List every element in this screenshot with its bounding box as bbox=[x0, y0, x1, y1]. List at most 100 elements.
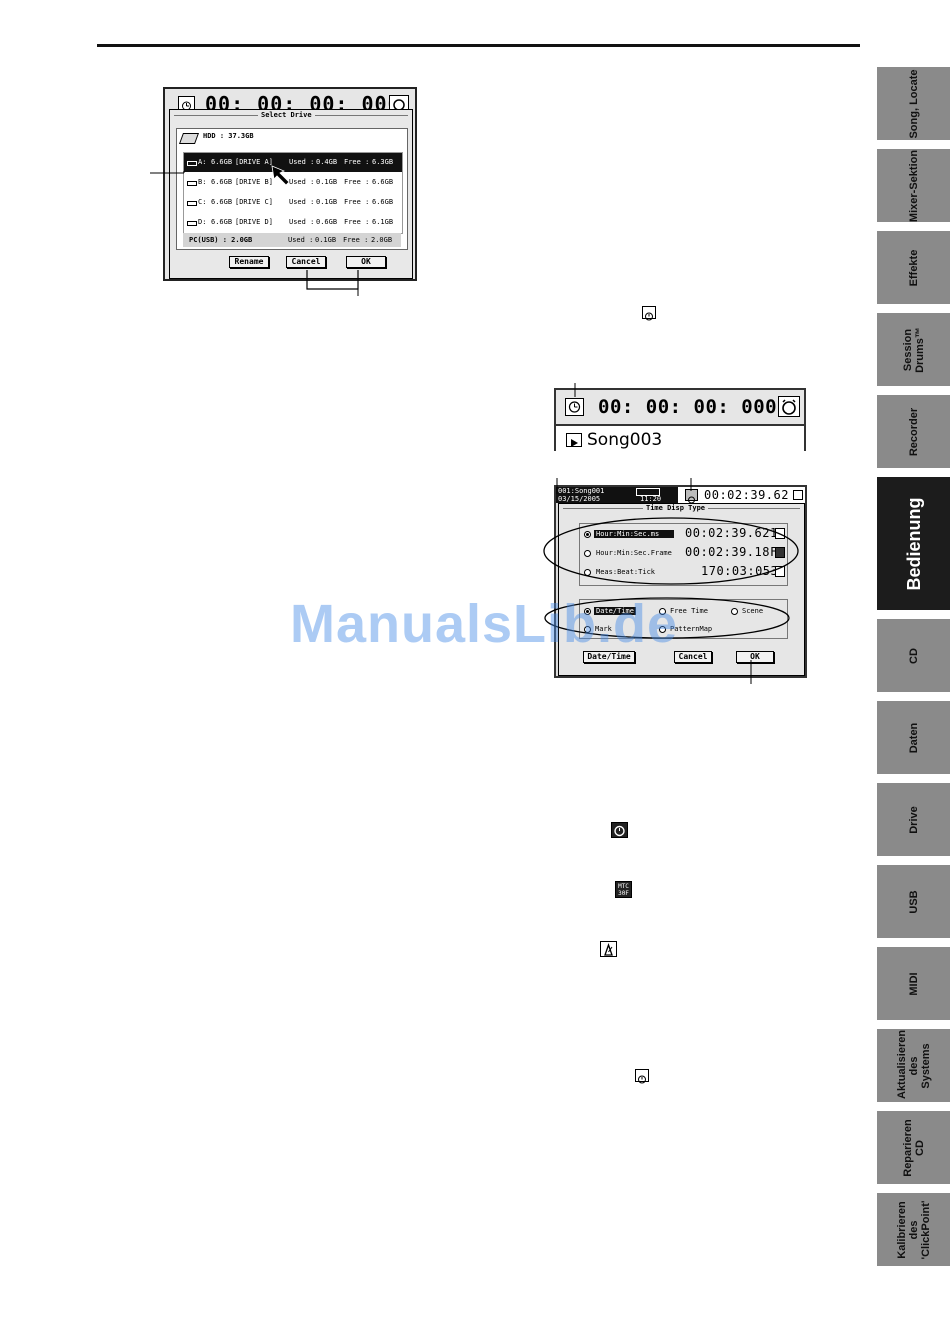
tempo-icon bbox=[600, 941, 617, 957]
used-label: Used : bbox=[289, 178, 315, 186]
tab-mixer-sektion[interactable]: Mixer-Sektion bbox=[877, 149, 950, 222]
free-label: Free : bbox=[344, 218, 370, 226]
pc-used-value: 0.1GB bbox=[315, 236, 337, 244]
song-date: 03/15/2005 bbox=[558, 495, 601, 503]
drive-letter: D: bbox=[198, 218, 207, 226]
song-name: Song003 bbox=[587, 430, 663, 450]
pc-usb-row[interactable]: PC(USB) : 2.0GB Used : 0.1GB Free : 2.0G… bbox=[183, 233, 401, 247]
option-label: Hour:Min:Sec.ms bbox=[594, 530, 674, 538]
drive-row-a[interactable]: A: 6.6GB [DRIVE A] Used : 0.4GB Free : 6… bbox=[184, 153, 402, 172]
tab-kalibrieren[interactable]: Kalibrieren des 'ClickPoint' bbox=[877, 1193, 950, 1266]
tab-recorder[interactable]: Recorder bbox=[877, 395, 950, 468]
free-label: Free : bbox=[344, 158, 370, 166]
drive-size: 6.6GB bbox=[211, 158, 233, 166]
tab-midi[interactable]: MIDI bbox=[877, 947, 950, 1020]
drive-size: 6.6GB bbox=[211, 218, 233, 226]
option-value: 00:02:39.621 bbox=[685, 526, 778, 540]
mode-label: Free Time bbox=[670, 607, 708, 615]
mtc-icon-text: MTC 30F bbox=[618, 883, 629, 897]
drive-list: HDD : 37.3GB A: 6.6GB [DRIVE A] Used : 0… bbox=[176, 128, 408, 250]
pc-free-value: 2.0GB bbox=[371, 236, 393, 244]
cancel-button[interactable]: Cancel bbox=[286, 256, 326, 268]
time-type-group bbox=[579, 523, 788, 586]
select-drive-dialog: Select Drive HDD : 37.3GB A: 6.6GB [DRIV… bbox=[169, 109, 413, 279]
tab-bedienung[interactable]: Bedienung bbox=[877, 477, 950, 610]
free-value: 6.1GB bbox=[372, 218, 394, 226]
drive-name: [DRIVE B] bbox=[235, 178, 273, 186]
drive-icon bbox=[187, 161, 197, 166]
tab-session-drums[interactable]: Session Drums™ bbox=[877, 313, 950, 386]
free-label: Free : bbox=[344, 178, 370, 186]
tab-reparieren-cd[interactable]: Reparieren CD bbox=[877, 1111, 950, 1184]
drive-row-c[interactable]: C: 6.6GB [DRIVE C] Used : 0.1GB Free : 6… bbox=[184, 193, 402, 212]
drive-letter: B: bbox=[198, 178, 207, 186]
metronome-icon[interactable] bbox=[389, 95, 409, 111]
radio-pattern-map[interactable] bbox=[659, 626, 666, 633]
hdd-label: HDD : 37.3GB bbox=[203, 132, 254, 140]
radio-hms-frame[interactable] bbox=[584, 550, 591, 557]
date-time-button[interactable]: Date/Time bbox=[583, 651, 635, 663]
time-disp-screen: 001:Song001 03/15/2005 11:20 00:02:39.62… bbox=[554, 485, 807, 678]
tab-usb[interactable]: USB bbox=[877, 865, 950, 938]
metronome-icon[interactable] bbox=[778, 396, 800, 417]
drive-name: [DRIVE C] bbox=[235, 198, 273, 206]
drive-icon bbox=[187, 201, 197, 206]
play-icon[interactable] bbox=[566, 433, 582, 447]
radio-free-time[interactable] bbox=[659, 608, 666, 615]
tab-label: MIDI bbox=[907, 971, 920, 996]
drive-row-b[interactable]: B: 6.6GB [DRIVE B] Used : 0.1GB Free : 6… bbox=[184, 173, 402, 192]
tab-cd[interactable]: CD bbox=[877, 619, 950, 692]
watermark: ManualsLib.de bbox=[290, 594, 679, 654]
drive-letter: A: bbox=[198, 158, 207, 166]
radio-scene[interactable] bbox=[731, 608, 738, 615]
drive-row-d[interactable]: D: 6.6GB [DRIVE D] Used : 0.6GB Free : 6… bbox=[184, 213, 402, 232]
clock-icon[interactable] bbox=[565, 398, 584, 416]
counter-display: 00: 00: 00: 000 bbox=[205, 92, 401, 109]
clock-icon[interactable] bbox=[178, 96, 195, 111]
drive-name: [DRIVE D] bbox=[235, 218, 273, 226]
used-label: Used : bbox=[289, 158, 315, 166]
drive-letter: C: bbox=[198, 198, 207, 206]
option-value: 00:02:39.18F bbox=[685, 545, 778, 559]
tab-effekte[interactable]: Effekte bbox=[877, 231, 950, 304]
drive-rows: A: 6.6GB [DRIVE A] Used : 0.4GB Free : 6… bbox=[183, 152, 403, 234]
tab-aktualisieren[interactable]: Aktualisieren des Systems bbox=[877, 1029, 950, 1102]
dialog-title: Select Drive bbox=[258, 110, 315, 120]
mode-label: Mark bbox=[595, 625, 612, 633]
used-value: 0.6GB bbox=[316, 218, 338, 226]
drive-name: [DRIVE A] bbox=[235, 158, 273, 166]
tab-label: Session Drums™ bbox=[901, 326, 926, 373]
counter-display: 00: 00: 00: 000 bbox=[598, 396, 778, 418]
tab-label: Mixer-Sektion bbox=[907, 149, 920, 222]
tab-label: Drive bbox=[907, 805, 920, 834]
tab-label: Aktualisieren des Systems bbox=[895, 1029, 932, 1099]
clock-icon bbox=[793, 490, 803, 500]
free-value: 6.3GB bbox=[372, 158, 394, 166]
song-display-screen: 00: 00: 00: 000 Song003 bbox=[554, 388, 806, 451]
clock-icon[interactable] bbox=[685, 489, 698, 504]
mode-group bbox=[579, 599, 788, 639]
ok-button[interactable]: OK bbox=[736, 651, 774, 663]
tab-drive[interactable]: Drive bbox=[877, 783, 950, 856]
tab-label: USB bbox=[907, 889, 920, 914]
option-label: Meas:Beat:Tick bbox=[596, 568, 656, 576]
mode-label: Date/Time bbox=[594, 607, 636, 615]
pc-free-label: Free : bbox=[343, 236, 369, 244]
tab-song-locate[interactable]: Song, Locate bbox=[877, 67, 950, 140]
rename-button[interactable]: Rename bbox=[229, 256, 269, 268]
clock-icon bbox=[642, 306, 656, 321]
used-label: Used : bbox=[289, 198, 315, 206]
tab-label: Effekte bbox=[907, 249, 920, 286]
drive-icon bbox=[187, 181, 197, 186]
radio-mark[interactable] bbox=[584, 626, 591, 633]
tab-label: Bedienung bbox=[903, 497, 924, 590]
free-label: Free : bbox=[344, 198, 370, 206]
cancel-button[interactable]: Cancel bbox=[674, 651, 712, 663]
status-badge bbox=[636, 488, 660, 496]
ok-button[interactable]: OK bbox=[346, 256, 386, 268]
mtc-icon: MTC 30F bbox=[615, 881, 632, 898]
used-label: Used : bbox=[289, 218, 315, 226]
radio-hms-ms[interactable] bbox=[584, 531, 591, 538]
tab-daten[interactable]: Daten bbox=[877, 701, 950, 774]
radio-date-time[interactable] bbox=[584, 608, 591, 615]
